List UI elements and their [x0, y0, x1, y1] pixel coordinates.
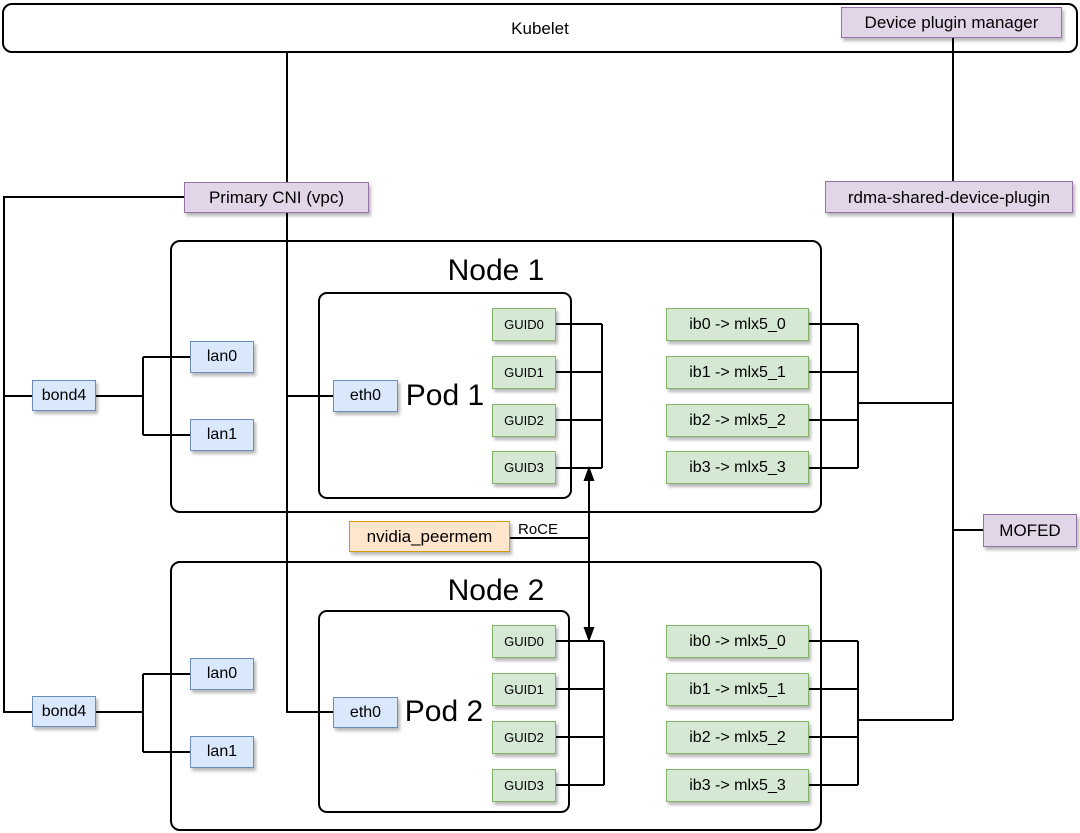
- node-2-guid0-label: GUID0: [504, 634, 544, 649]
- pod-2-eth0-box: eth0: [333, 697, 398, 728]
- node-1-bond4-label: bond4: [41, 386, 87, 404]
- node-2-ib3-box: ib3 -> mlx5_3: [666, 769, 809, 802]
- primary-cni-box: Primary CNI (vpc): [184, 182, 369, 213]
- bond-lan-fan-node2: [96, 673, 190, 753]
- node-1-ib2-label: ib2 -> mlx5_2: [689, 411, 786, 429]
- node-1-guid0-label: GUID0: [504, 317, 544, 332]
- kubelet-box: Kubelet: [2, 3, 1078, 53]
- node-2-box: [170, 561, 822, 831]
- node-1-lan1-label: lan1: [206, 426, 238, 443]
- node-1-guid2-box: GUID2: [492, 404, 556, 437]
- device-plugin-manager-box: Device plugin manager: [841, 7, 1062, 38]
- node-1-lan1-box: lan1: [190, 419, 254, 451]
- node-1-ib0-box: ib0 -> mlx5_0: [666, 308, 809, 341]
- node-2-lan1-label: lan1: [206, 743, 238, 760]
- node-2-lan1-box: lan1: [190, 736, 254, 768]
- node-1-guid3-label: GUID3: [504, 460, 544, 475]
- node-2-guid0-box: GUID0: [492, 625, 556, 658]
- rdma-shared-device-plugin-box: rdma-shared-device-plugin: [825, 181, 1073, 213]
- node-2-ib2-label: ib2 -> mlx5_2: [689, 728, 786, 746]
- pod-2-title: Pod 2: [404, 694, 484, 728]
- node-1-box: [170, 240, 822, 513]
- node-2-guid3-label: GUID3: [504, 778, 544, 793]
- pod-1-title: Pod 1: [405, 378, 485, 412]
- node-2-ib3-label: ib3 -> mlx5_3: [689, 776, 786, 794]
- node-2-title: Node 2: [447, 574, 545, 607]
- pod-1-box: Pod 1: [318, 292, 572, 499]
- kubelet-cni-eth-rail: [286, 53, 333, 713]
- node-1-guid3-box: GUID3: [492, 451, 556, 484]
- node-2-ib1-box: ib1 -> mlx5_1: [666, 673, 809, 706]
- node-1-title: Node 1: [447, 254, 545, 287]
- ib-bus-node2: [809, 640, 859, 786]
- guid-bus-node2: [556, 640, 605, 786]
- pod-2-box: Pod 2: [318, 610, 570, 813]
- node-2-guid2-box: GUID2: [492, 721, 556, 754]
- node-1-ib3-label: ib3 -> mlx5_3: [689, 458, 786, 476]
- node-2-ib1-label: ib1 -> mlx5_1: [689, 680, 786, 698]
- bond-lan-fan-node1: [96, 356, 190, 436]
- node-1-ib1-box: ib1 -> mlx5_1: [666, 356, 809, 389]
- node-1-ib2-box: ib2 -> mlx5_2: [666, 404, 809, 437]
- node-2-lan0-label: lan0: [206, 665, 238, 682]
- node-1-guid1-label: GUID1: [504, 365, 544, 380]
- device-plugin-manager-label: Device plugin manager: [864, 13, 1039, 32]
- node-2-guid1-label: GUID1: [504, 682, 544, 697]
- node-1-ib3-box: ib3 -> mlx5_3: [666, 451, 809, 484]
- node-2-guid3-box: GUID3: [492, 769, 556, 802]
- internode-rdma-arrow: [583, 466, 595, 642]
- left-bond-rail: [3, 196, 184, 713]
- node-2-ib2-box: ib2 -> mlx5_2: [666, 721, 809, 754]
- guid-bus-node1: [556, 323, 603, 469]
- mofed-box: MOFED: [983, 514, 1077, 547]
- primary-cni-label: Primary CNI (vpc): [208, 188, 345, 207]
- node-1-guid0-box: GUID0: [492, 308, 556, 341]
- pod-1-eth0-box: eth0: [333, 380, 398, 412]
- pod-1-eth0-label: eth0: [349, 387, 382, 404]
- node-1-guid2-label: GUID2: [504, 413, 544, 428]
- roce-label: RoCE: [517, 521, 558, 538]
- kubelet-label: Kubelet: [511, 18, 569, 38]
- node-2-guid2-label: GUID2: [504, 730, 544, 745]
- nvidia-peermem-box: nvidia_peermem: [349, 521, 510, 552]
- rdma-shared-device-plugin-label: rdma-shared-device-plugin: [847, 187, 1051, 207]
- ib-bus-node1: [809, 323, 859, 469]
- node-1-lan0-box: lan0: [190, 341, 254, 373]
- device-plugin-rail: [858, 37, 983, 721]
- node-2-ib0-box: ib0 -> mlx5_0: [666, 625, 809, 658]
- node-2-guid1-box: GUID1: [492, 673, 556, 706]
- nvidia-peermem-label: nvidia_peermem: [366, 527, 493, 546]
- node-1-bond4-box: bond4: [32, 380, 96, 411]
- node-1-ib1-label: ib1 -> mlx5_1: [689, 363, 786, 381]
- pod-2-eth0-label: eth0: [349, 703, 382, 721]
- node-1-ib0-label: ib0 -> mlx5_0: [689, 315, 786, 333]
- node-1-guid1-box: GUID1: [492, 356, 556, 389]
- node-2-ib0-label: ib0 -> mlx5_0: [689, 632, 786, 650]
- node-2-lan0-box: lan0: [190, 658, 254, 690]
- node-2-bond4-label: bond4: [41, 702, 87, 720]
- mofed-label: MOFED: [999, 521, 1061, 540]
- node-2-bond4-box: bond4: [32, 696, 96, 727]
- node-1-lan0-label: lan0: [206, 348, 238, 365]
